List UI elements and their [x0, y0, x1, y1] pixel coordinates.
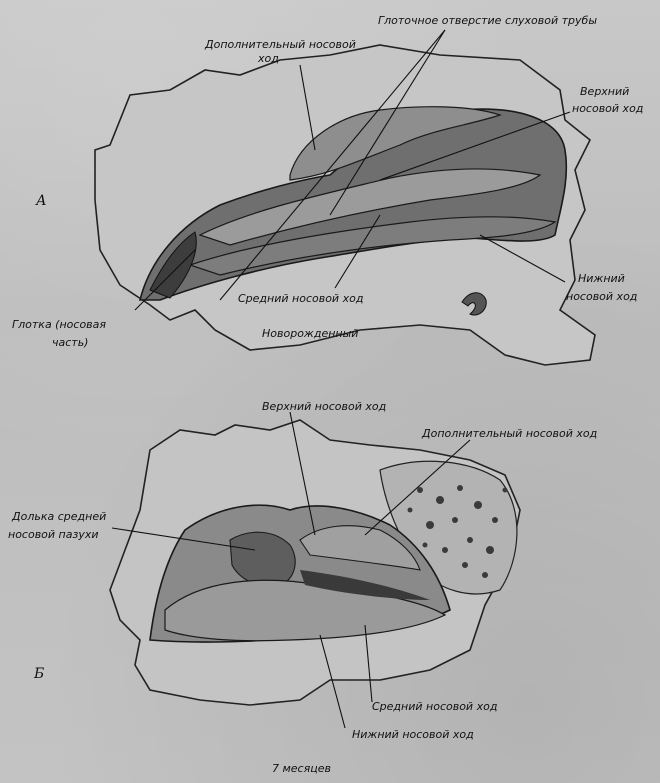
- label-pharynx-1: Глотка (носовая: [12, 318, 106, 331]
- label-sinus-lobule-2: носовой пазухи: [8, 528, 99, 541]
- panel-b: Верхний носовой ход Дополнительный носов…: [8, 400, 597, 775]
- panel-b-letter: Б: [33, 666, 44, 682]
- label-middle-meatus-b: Средний носовой ход: [372, 700, 497, 713]
- panel-a-letter: А: [35, 193, 47, 209]
- caption-7-months: 7 месяцев: [272, 762, 331, 775]
- label-superior-meatus-a-1: Верхний: [580, 85, 629, 98]
- caption-newborn: Новорожденный: [262, 327, 358, 340]
- label-sinus-lobule-1: Долька средней: [11, 510, 106, 523]
- panel-a: Глоточное отверстие слуховой трубы Допол…: [12, 14, 643, 365]
- label-pharyngeal-opening: Глоточное отверстие слуховой трубы: [378, 14, 597, 27]
- label-inferior-meatus-a-2: носовой ход: [566, 290, 637, 303]
- label-middle-meatus-a: Средний носовой ход: [238, 292, 363, 305]
- label-accessory-meatus-a-2: ход: [257, 52, 279, 65]
- label-inferior-meatus-a-1: Нижний: [578, 272, 625, 285]
- label-pharynx-2: часть): [52, 336, 88, 349]
- label-accessory-meatus-a-1: Дополнительный носовой: [204, 38, 356, 51]
- label-accessory-meatus-b: Дополнительный носовой ход: [421, 427, 597, 440]
- label-superior-meatus-a-2: носовой ход: [572, 102, 643, 115]
- label-superior-meatus-b: Верхний носовой ход: [262, 400, 386, 413]
- label-inferior-meatus-b: Нижний носовой ход: [352, 728, 474, 741]
